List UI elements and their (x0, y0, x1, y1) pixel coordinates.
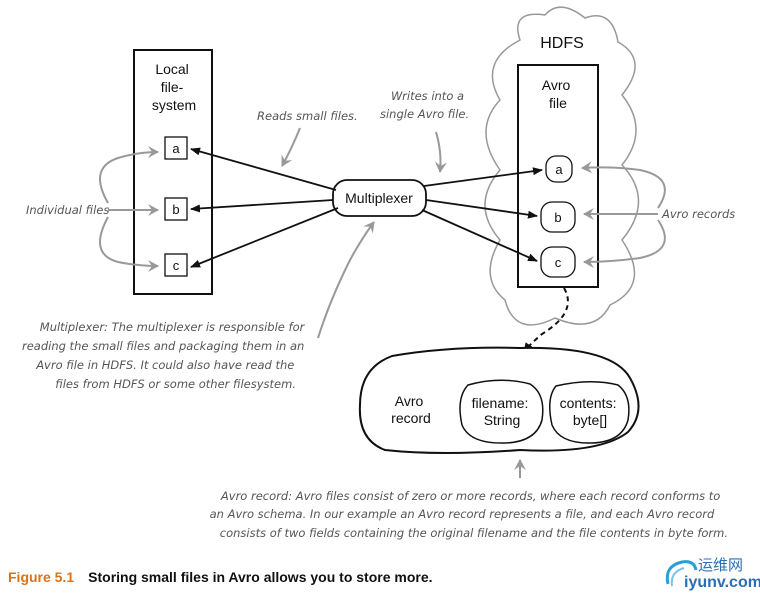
figure-number: Figure 5.1 (8, 569, 75, 585)
multiplexer-note-arrow (317, 221, 375, 339)
local-file-a-label: a (172, 141, 180, 156)
avro-record-c: c (540, 246, 576, 278)
avro-record-b-label: b (554, 210, 561, 225)
multiplexer-note-line-2: reading the small files and packaging th… (22, 339, 304, 353)
avro-record-title-line-2: record (391, 410, 431, 426)
avro-records-annotation: Avro records (661, 207, 735, 221)
avro-records-arrow-c (583, 219, 666, 268)
dashed-arrow-record-detail (523, 287, 569, 353)
local-file-c-label: c (173, 258, 180, 273)
writes-annotation-line-2: single Avro file. (380, 107, 469, 121)
individual-files-annotation: Individual files (26, 203, 109, 217)
avro-record-note-line-1: Avro record: Avro files consist of zero … (220, 489, 720, 503)
individual-files-arrow-c (99, 216, 159, 272)
contents-field-blob (549, 381, 630, 444)
svg-text:contents: byte[]: contents: byte[] (560, 395, 621, 428)
multiplexer-label: Multiplexer (345, 190, 413, 206)
local-file-a: a (164, 136, 188, 160)
local-fs-title-line-3: system (152, 97, 196, 113)
figure-caption: Figure 5.1 Storing small files in Avro al… (8, 569, 433, 585)
writes-annotation-line-1: Writes into a (391, 89, 464, 103)
hdfs-label: HDFS (540, 35, 584, 52)
watermark-swirl-icon (665, 560, 698, 587)
multiplexer-note-line-1: Multiplexer: The multiplexer is responsi… (40, 320, 306, 334)
local-file-b: b (164, 197, 188, 221)
writes-annotation-arrow (435, 131, 447, 173)
local-fs-title-line-1: Local (155, 61, 188, 77)
local-file-c: c (164, 253, 188, 277)
svg-text:Multiplexer: The multiplexer i: Multiplexer: The multiplexer is responsi… (22, 320, 308, 391)
avro-record-b: b (540, 201, 576, 233)
filename-field-blob (459, 379, 544, 444)
svg-text:filename: String: filename: String (472, 395, 533, 428)
contents-field-line-2: byte[] (573, 412, 607, 428)
filename-field-line-2: String (484, 412, 521, 428)
avro-file-title-line-2: file (549, 95, 567, 111)
avro-record-title-line-1: Avro (395, 393, 424, 409)
multiplexer-note-line-4: files from HDFS or some other filesystem… (55, 377, 296, 391)
avro-file-title-line-1: Avro (542, 77, 571, 93)
multiplexer-note-line-3: Avro file in HDFS. It could also have re… (35, 358, 294, 372)
arrow-mux-to-local-a (190, 147, 337, 191)
avro-records-arrow-a (581, 161, 666, 209)
svg-text:Local file- system: Local file- system (152, 61, 196, 113)
avro-record-a: a (545, 155, 573, 183)
svg-text:Avro file: Avro file (542, 77, 574, 111)
local-file-b-label: b (172, 202, 179, 217)
watermark-logo: 运维网 iyunv.com (660, 552, 760, 596)
local-filesystem-box (133, 49, 213, 295)
arrow-mux-to-local-b (190, 199, 334, 213)
watermark-en: iyunv.com (684, 574, 760, 591)
filename-field-line-1: filename: (472, 395, 529, 411)
local-fs-title-line-2: file- (161, 79, 184, 95)
avro-record-a-label: a (555, 162, 563, 177)
arrow-mux-to-record-a (423, 167, 543, 187)
individual-files-arrow-a (99, 146, 159, 204)
arrow-mux-to-record-b (425, 199, 538, 219)
arrow-mux-to-local-c (190, 207, 339, 268)
svg-text:Writes into a single Avro: Writes into a single Avro file. (380, 89, 469, 121)
reads-annotation-arrow (281, 127, 301, 167)
svg-text:Avro record: Avro files consi: Avro record: Avro files consist of zero … (210, 489, 728, 540)
reads-annotation: Reads small files. (257, 109, 358, 123)
contents-field-line-1: contents: (560, 395, 617, 411)
arrow-mux-to-record-c (421, 209, 538, 262)
watermark-zh: 运维网 (698, 556, 744, 574)
avro-record-c-label: c (555, 255, 562, 270)
figure-caption-text: Storing small files in Avro allows you t… (88, 569, 433, 585)
avro-record-note-line-2: an Avro schema. In our example an Avro r… (210, 507, 715, 521)
multiplexer-box (332, 179, 427, 217)
avro-record-note-line-3: consists of two fields containing the or… (220, 526, 728, 540)
svg-text:Avro record: Avro record (391, 393, 431, 426)
